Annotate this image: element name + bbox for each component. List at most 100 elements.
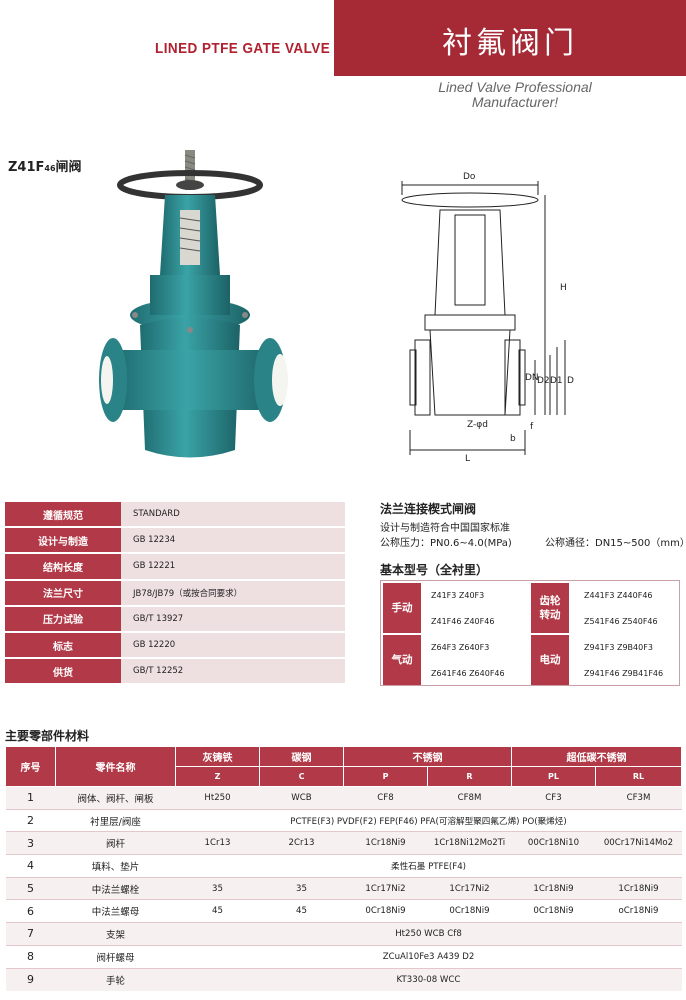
spec-key: 遵循规范 bbox=[5, 502, 121, 527]
header-part-name: 零件名称 bbox=[55, 746, 176, 787]
dim-z: Z-φd bbox=[467, 420, 488, 430]
dim-d1: D1 bbox=[550, 376, 563, 386]
types-title: 基本型号（全衬里） bbox=[380, 563, 489, 577]
dim-do: Do bbox=[463, 172, 476, 182]
type-value: Z941F46 Z9B41F46 bbox=[584, 669, 664, 678]
part-name: 中法兰螺母 bbox=[55, 899, 176, 923]
material-cell: 00Cr18Ni10 bbox=[511, 831, 596, 855]
gear-line-1: 齿轮 bbox=[539, 595, 561, 607]
material-cell: 1Cr18Ni9 bbox=[511, 876, 596, 900]
material-cell: 45 bbox=[175, 899, 260, 923]
tagline-line-2: Manufacturer! bbox=[471, 94, 559, 110]
header-stainless: 不锈钢 bbox=[343, 746, 512, 767]
part-name: 阀杆 bbox=[55, 831, 176, 855]
flange-line-1: 设计与制造符合中国国家标准 bbox=[380, 523, 510, 534]
material-cell: WCB bbox=[259, 786, 344, 810]
type-value: Z541F46 Z540F46 bbox=[584, 617, 658, 626]
material-cell: 45 bbox=[259, 899, 344, 923]
part-name: 阀杆螺母 bbox=[55, 944, 176, 968]
material-cell: 1Cr18Ni12Mo2Ti bbox=[427, 831, 512, 855]
dim-f: f bbox=[530, 422, 534, 432]
material-cell: 1Cr13 bbox=[175, 831, 260, 855]
dim-b: b bbox=[510, 434, 516, 444]
dim-d2: D2 bbox=[537, 376, 550, 386]
spec-key: 供货 bbox=[5, 659, 121, 684]
model-prefix: Z41F bbox=[8, 160, 45, 175]
material-cell: CF3M bbox=[595, 786, 682, 810]
header-banner bbox=[334, 0, 686, 76]
part-name: 中法兰螺栓 bbox=[55, 876, 176, 900]
part-name: 支架 bbox=[55, 922, 176, 946]
types-grid: 手动 Z41F3 Z40F3 Z41F46 Z40F46 齿轮 转动 Z441F… bbox=[380, 580, 680, 686]
material-cell: 1Cr17Ni2 bbox=[343, 876, 428, 900]
header-low-carbon: 超低碳不锈钢 bbox=[511, 746, 682, 767]
row-number: 3 bbox=[5, 831, 56, 855]
sub-pl: PL bbox=[511, 766, 596, 787]
spec-key: 标志 bbox=[5, 632, 121, 658]
model-label: 闸阀 bbox=[55, 160, 82, 175]
spec-key: 设计与制造 bbox=[5, 528, 121, 553]
material-cell: CF3 bbox=[511, 786, 596, 810]
sub-r: R bbox=[427, 766, 512, 787]
sub-rl: RL bbox=[595, 766, 682, 787]
type-value: Z641F46 Z640F46 bbox=[431, 669, 505, 678]
spec-value: JB78/JB79（或按合同要求） bbox=[121, 580, 345, 605]
type-label-gear: 齿轮 转动 bbox=[531, 583, 569, 633]
row-number: 8 bbox=[5, 944, 56, 968]
material-cell: CF8 bbox=[343, 786, 428, 810]
material-cell: 1Cr18Ni9 bbox=[343, 831, 428, 855]
spec-value: GB/T 12252 bbox=[121, 659, 345, 684]
material-cell: 2Cr13 bbox=[259, 831, 344, 855]
material-cell: PCTFE(F3) PVDF(F2) FEP(F46) PFA(可溶解型聚四氟乙… bbox=[175, 808, 682, 832]
flange-pressure: 公称压力：PN0.6~4.0(MPa) bbox=[380, 538, 512, 549]
sub-z: Z bbox=[175, 766, 260, 787]
sub-c: C bbox=[259, 766, 344, 787]
material-cell: 0Cr18Ni9 bbox=[511, 899, 596, 923]
gear-line-2: 转动 bbox=[539, 609, 561, 621]
header-grey-iron: 灰铸铁 bbox=[175, 746, 260, 767]
material-cell: 0Cr18Ni9 bbox=[343, 899, 428, 923]
type-value: Z41F3 Z40F3 bbox=[431, 591, 485, 600]
type-value: Z64F3 Z640F3 bbox=[431, 643, 490, 652]
material-cell: 1Cr17Ni2 bbox=[427, 876, 512, 900]
material-cell: KT330-08 WCC bbox=[175, 967, 682, 991]
material-cell: 00Cr17Ni14Mo2 bbox=[595, 831, 682, 855]
spec-key: 结构长度 bbox=[5, 554, 121, 579]
row-number: 7 bbox=[5, 922, 56, 946]
tagline-line-1: Lined Valve Professional bbox=[438, 79, 592, 95]
spec-key: 压力试验 bbox=[5, 606, 121, 631]
type-value: Z41F46 Z40F46 bbox=[431, 617, 495, 626]
part-name: 填料、垫片 bbox=[55, 854, 176, 878]
flange-title: 法兰连接楔式闸阀 bbox=[380, 502, 477, 516]
dim-h: H bbox=[560, 283, 567, 293]
row-number: 6 bbox=[5, 899, 56, 923]
material-cell: 0Cr18Ni9 bbox=[427, 899, 512, 923]
type-label-pneumatic: 气动 bbox=[383, 635, 421, 685]
material-cell: 35 bbox=[175, 876, 260, 900]
type-value: Z441F3 Z440F46 bbox=[584, 591, 653, 600]
part-name: 衬里层/阀座 bbox=[55, 808, 176, 832]
type-label-manual: 手动 bbox=[383, 583, 421, 633]
model-title: Z41F46闸阀 bbox=[8, 156, 82, 175]
header-no: 序号 bbox=[5, 746, 56, 787]
type-value: Z941F3 Z9B40F3 bbox=[584, 643, 653, 652]
dim-l: L bbox=[465, 454, 470, 464]
row-number: 4 bbox=[5, 854, 56, 878]
header-carbon-steel: 碳钢 bbox=[259, 746, 344, 767]
materials-title: 主要零部件材料 bbox=[5, 729, 90, 743]
flange-diameter: 公称通径：DN15~500（mm） bbox=[545, 538, 686, 549]
spec-value: GB 12221 bbox=[121, 554, 345, 579]
material-cell: Ht250 WCB Cf8 bbox=[175, 922, 682, 946]
